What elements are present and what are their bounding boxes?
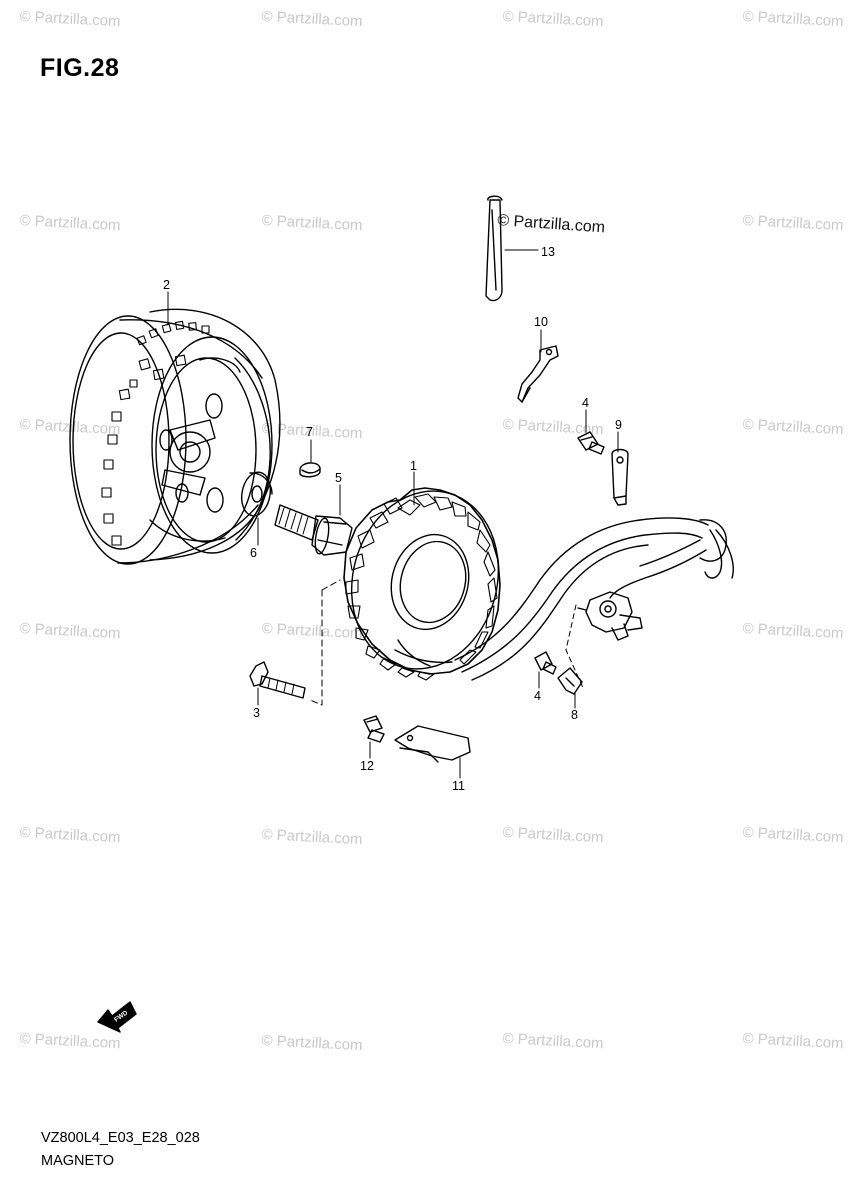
callout-13: 13	[541, 245, 555, 259]
callout-1: 1	[410, 459, 417, 473]
callout-10: 10	[534, 315, 548, 329]
callout-6: 6	[250, 546, 257, 560]
section-name: MAGNETO	[41, 1153, 115, 1169]
flywheel-rotor	[69, 308, 281, 565]
stator-assembly	[343, 487, 501, 681]
wire-guide-strip	[485, 195, 503, 302]
callout-4-upper: 4	[582, 396, 589, 410]
sensor-clip	[557, 667, 583, 695]
woodruff-key	[299, 462, 321, 478]
callout-3: 3	[253, 706, 260, 720]
callout-5: 5	[335, 471, 342, 485]
plate-screw	[363, 715, 385, 743]
callout-8: 8	[571, 708, 578, 722]
washer	[240, 471, 273, 517]
callout-11: 11	[452, 779, 465, 793]
harness-bracket	[517, 345, 559, 403]
callout-leaders	[167, 249, 619, 779]
diagram-code: VZ800L4_E03_E28_028	[41, 1130, 200, 1146]
stator-bolt	[249, 661, 306, 699]
screw-upper	[577, 431, 605, 455]
pickup-sensor	[577, 591, 643, 641]
wire-cover-plate	[394, 725, 471, 763]
callout-9: 9	[615, 418, 622, 432]
figure-title: FIG.28	[40, 54, 120, 82]
fwd-arrow-icon	[97, 1001, 137, 1033]
callout-4-lower: 4	[534, 689, 541, 703]
callout-numbers: 2 1 6 5 7 10 4 9 13 4 8 3 12 11	[163, 245, 622, 793]
callout-12: 12	[360, 759, 374, 773]
wire-clamp	[611, 448, 629, 506]
screw-lower	[534, 651, 557, 675]
stator-wire-harness	[454, 517, 734, 681]
callout-2: 2	[163, 278, 170, 292]
callout-7: 7	[306, 425, 313, 439]
